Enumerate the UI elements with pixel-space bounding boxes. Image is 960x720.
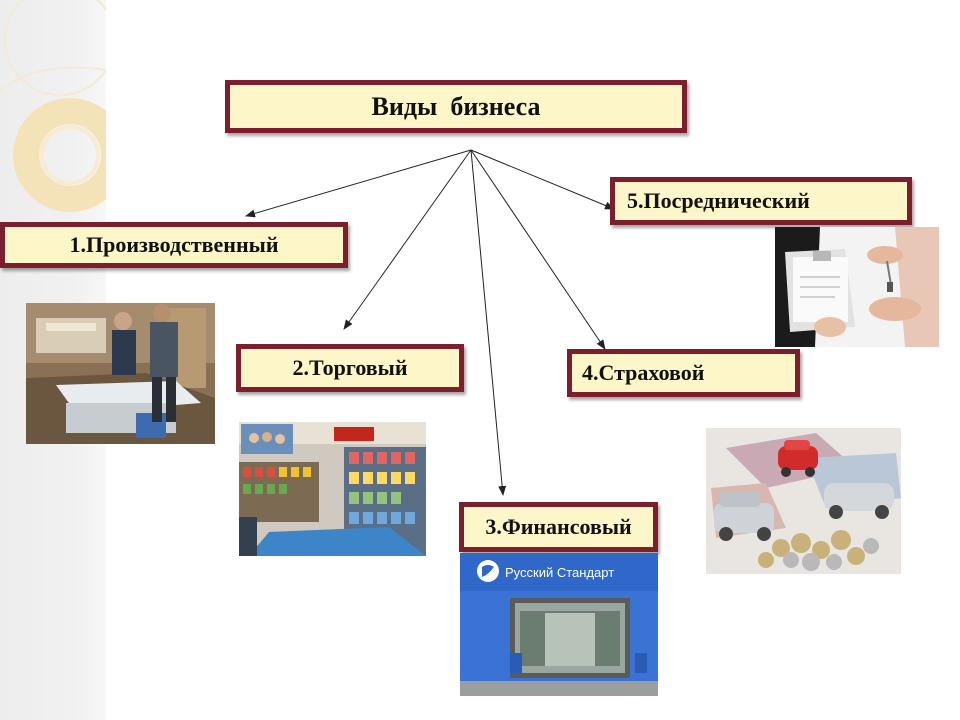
type-box-production: 1.Производственный <box>0 222 348 268</box>
type-label-production: 1.Производственный <box>69 232 279 257</box>
arrow-to-trade <box>343 149 472 330</box>
production-photo <box>26 303 215 444</box>
type-label-intermediary: 5.Посреднический <box>627 188 810 213</box>
bank-sign-text: Русский Стандарт <box>505 565 614 580</box>
arrow-to-finance <box>470 149 507 496</box>
decorative-rings <box>0 0 106 212</box>
trade-photo <box>239 422 426 556</box>
insurance-photo <box>706 428 901 574</box>
type-box-insurance: 4.Страховой <box>567 349 800 397</box>
diagram-title-box: Виды бизнеса <box>225 80 687 133</box>
type-box-finance: 3.Финансовый <box>459 502 658 552</box>
type-box-intermediary: 5.Посреднический <box>610 177 912 225</box>
type-label-trade: 2.Торговый <box>292 355 408 380</box>
diagram-title: Виды бизнеса <box>371 91 541 121</box>
type-label-finance: 3.Финансовый <box>485 514 632 539</box>
intermediary-photo <box>775 227 939 347</box>
type-label-insurance: 4.Страховой <box>582 360 705 385</box>
arrow-to-intermediary <box>470 149 615 210</box>
arrow-to-production <box>245 149 472 218</box>
type-box-trade: 2.Торговый <box>236 344 464 392</box>
finance-photo: Русский Стандарт <box>460 553 658 696</box>
arrow-to-insurance <box>470 149 606 350</box>
